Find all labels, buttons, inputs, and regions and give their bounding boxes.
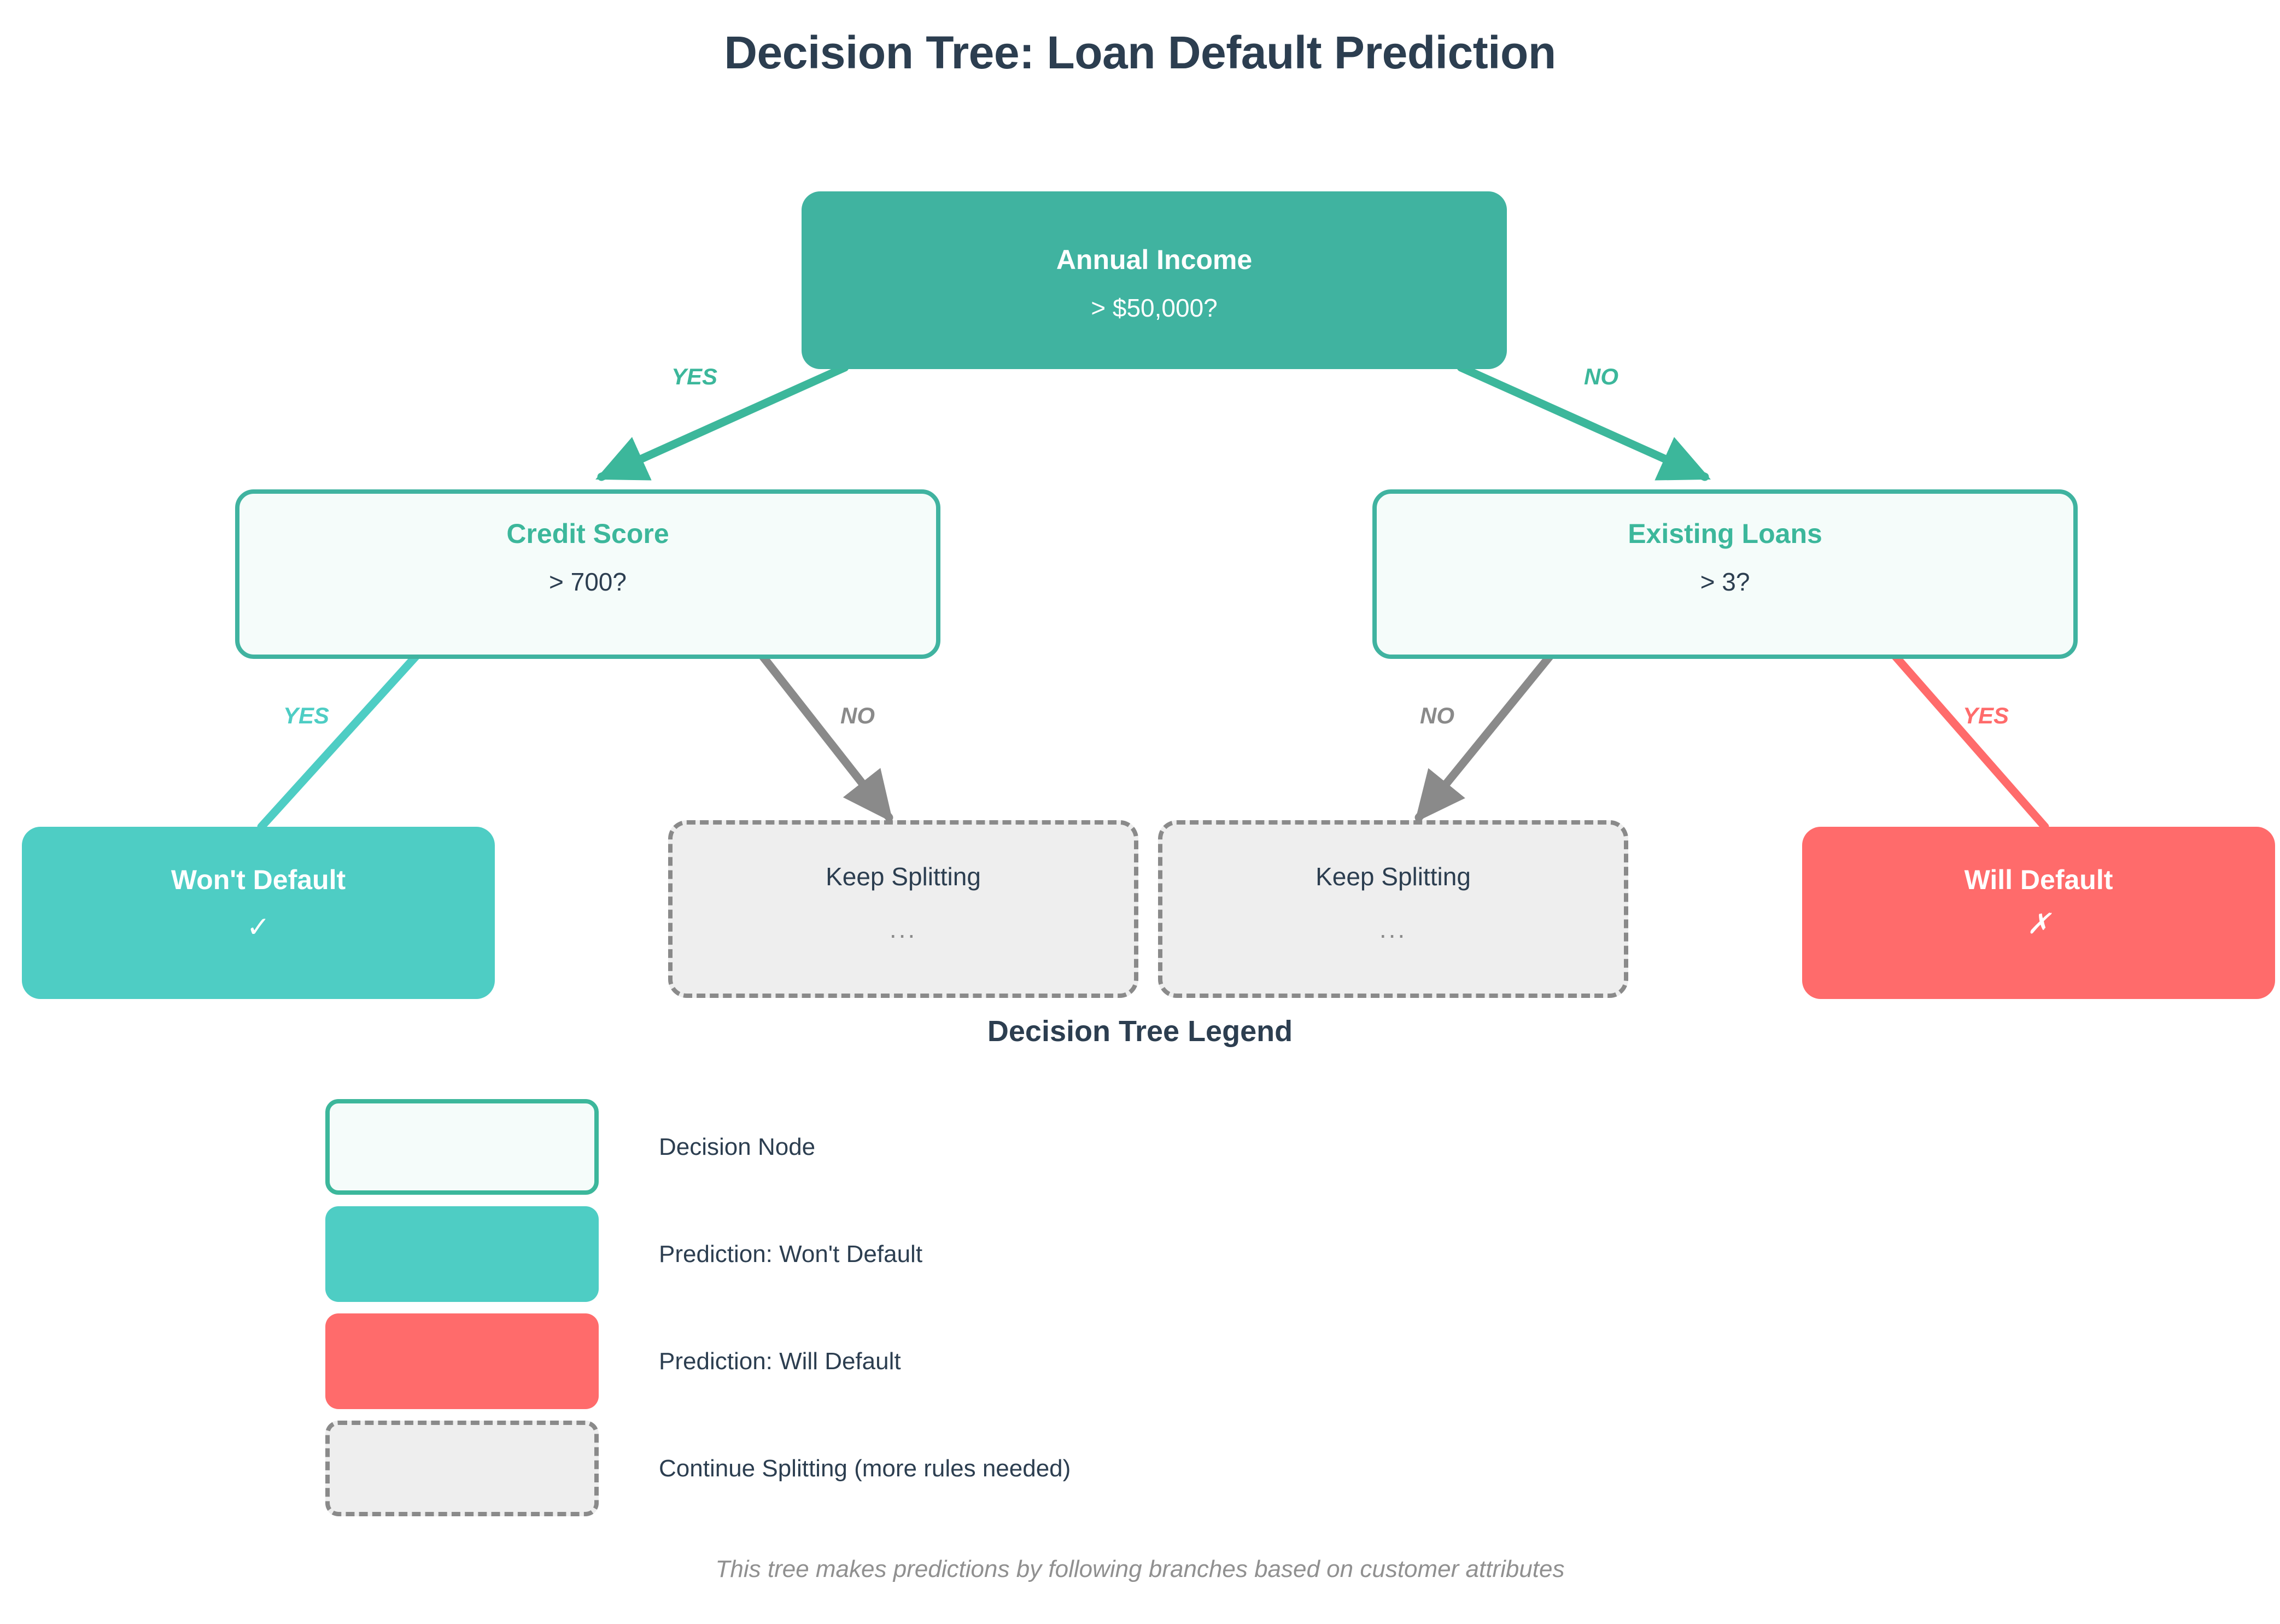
edge-credit-yes [257, 646, 425, 831]
ellipsis-icon: ... [889, 915, 917, 943]
node-will-default[interactable]: Will Default ✗ [1802, 827, 2275, 999]
edge-credit-no [747, 638, 893, 823]
node-title: Won't Default [171, 864, 346, 895]
edge-label-root-no: NO [1584, 364, 1618, 389]
will-default-swatch [325, 1313, 599, 1409]
edge-label-credit-yes: YES [283, 703, 330, 728]
node-condition: > $50,000? [1091, 294, 1218, 322]
legend-heading: Decision Tree Legend [987, 1015, 1293, 1048]
footer-caption: This tree makes predictions by following… [715, 1556, 1565, 1582]
node-title: Existing Loans [1628, 518, 1822, 549]
wont-default-swatch [325, 1206, 599, 1302]
edge-loans-yes [1876, 635, 2049, 831]
node-title: Keep Splitting [1316, 862, 1471, 891]
legend-row-wont-default: Prediction: Won't Default [325, 1206, 922, 1302]
node-condition: > 3? [1700, 568, 1750, 596]
edge-label-loans-no: NO [1420, 703, 1454, 728]
cross-icon: ✗ [2026, 908, 2051, 940]
legend-row-continue-splitting: Continue Splitting (more rules needed) [325, 1421, 1071, 1516]
edge-root-no [1457, 363, 1711, 481]
legend-label: Prediction: Won't Default [659, 1240, 923, 1267]
edge-label-credit-no: NO [840, 703, 875, 728]
node-title: Keep Splitting [826, 862, 981, 891]
check-icon: ✓ [246, 912, 271, 943]
node-keep-splitting-left[interactable]: Keep Splitting ... [668, 820, 1138, 998]
decision-node-swatch [325, 1099, 599, 1195]
edge-root-yes [595, 363, 849, 481]
continue-splitting-swatch [325, 1421, 599, 1516]
legend-row-will-default: Prediction: Will Default [325, 1313, 901, 1409]
edge-label-loans-yes: YES [1963, 703, 2009, 728]
node-credit-score[interactable]: Credit Score > 700? [235, 489, 940, 659]
edge-loans-no [1414, 638, 1565, 823]
legend-label: Continue Splitting (more rules needed) [659, 1454, 1071, 1482]
ellipsis-icon: ... [1379, 915, 1407, 943]
node-annual-income[interactable]: Annual Income > $50,000? [802, 191, 1507, 369]
node-wont-default[interactable]: Won't Default ✓ [22, 827, 495, 999]
edge-label-root-yes: YES [671, 364, 718, 389]
legend-label: Decision Node [659, 1133, 816, 1160]
legend-row-decision: Decision Node [325, 1099, 815, 1195]
node-title: Will Default [1964, 864, 2113, 895]
legend-label: Prediction: Will Default [659, 1347, 901, 1375]
page-title: Decision Tree: Loan Default Prediction [724, 27, 1556, 78]
node-title: Annual Income [1056, 244, 1253, 275]
node-condition: > 700? [549, 568, 627, 596]
node-existing-loans[interactable]: Existing Loans > 3? [1372, 489, 2078, 659]
node-keep-splitting-right[interactable]: Keep Splitting ... [1158, 820, 1628, 998]
node-title: Credit Score [506, 518, 669, 549]
